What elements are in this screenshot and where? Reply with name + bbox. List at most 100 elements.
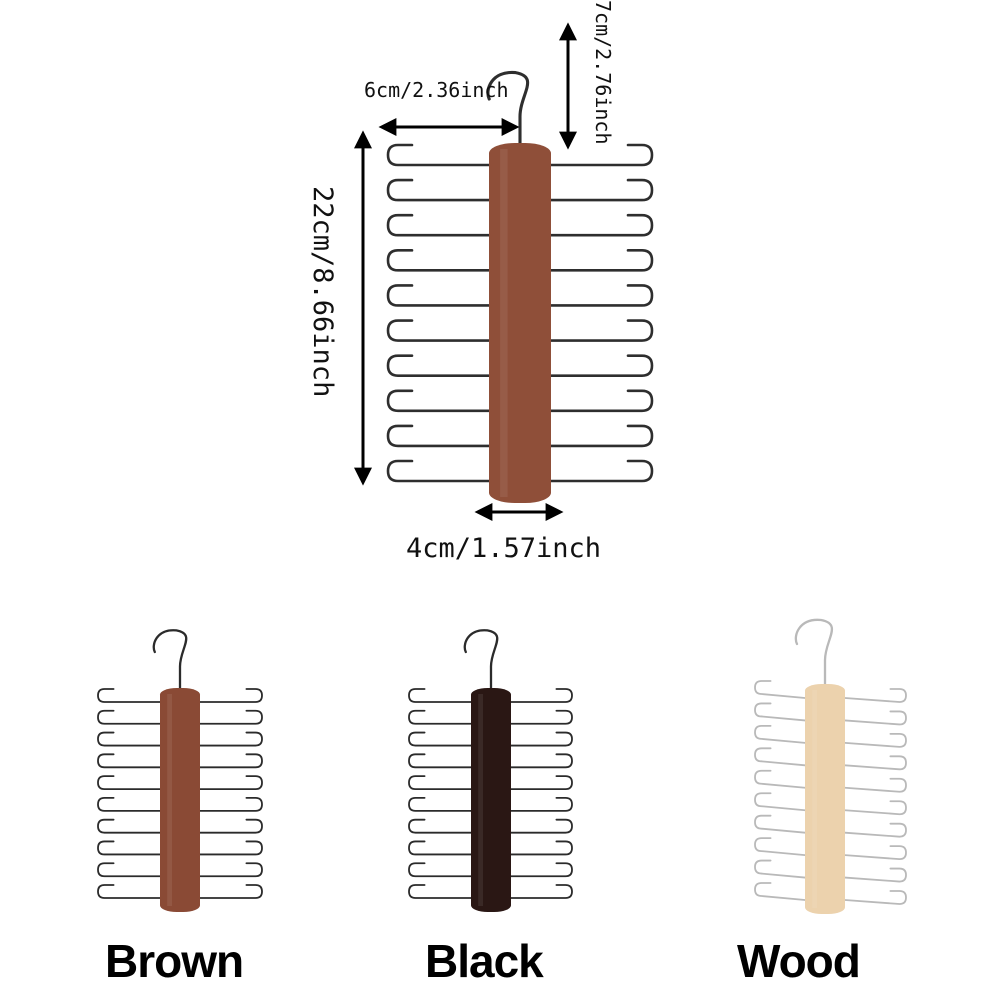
bar-highlight xyxy=(478,694,483,906)
hook-label: 7cm/2.76inch xyxy=(591,0,615,145)
variant-label-wood[interactable]: Wood xyxy=(737,935,861,987)
right-hook xyxy=(549,143,654,167)
left-hook xyxy=(97,862,161,878)
top-hook xyxy=(794,618,833,686)
right-hook xyxy=(510,862,573,878)
left-hook xyxy=(408,688,472,703)
right-hook xyxy=(549,213,654,237)
left-hook xyxy=(754,724,806,744)
left-hook xyxy=(754,702,806,722)
right-hook xyxy=(844,755,907,771)
right-hook xyxy=(510,818,573,834)
right-hook xyxy=(549,284,654,307)
right-hook xyxy=(844,777,907,793)
right-hook xyxy=(510,753,573,769)
variant-hanger-wood xyxy=(754,618,907,914)
left-hook xyxy=(754,859,806,879)
main-hanger xyxy=(386,71,654,503)
right-hook xyxy=(549,354,654,377)
left-hook xyxy=(97,709,161,725)
right-hook xyxy=(510,709,573,725)
left-hook xyxy=(408,862,472,878)
right-hook xyxy=(549,389,654,413)
right-hook xyxy=(844,710,907,726)
right-hook xyxy=(199,775,263,791)
left-hook xyxy=(97,775,161,791)
bar-highlight xyxy=(167,694,172,906)
top-hook xyxy=(152,629,188,690)
right-hook xyxy=(844,800,907,816)
left-hook xyxy=(408,796,472,812)
left-hook xyxy=(97,753,161,769)
left-hook xyxy=(97,818,161,834)
right-hook xyxy=(549,459,654,483)
left-hook xyxy=(386,249,491,272)
left-hook xyxy=(408,753,472,769)
left-hook xyxy=(386,284,491,307)
left-hook xyxy=(97,731,161,747)
left-hook xyxy=(97,884,161,899)
wooden-bar xyxy=(805,684,845,914)
left-hook xyxy=(408,731,472,747)
left-hook xyxy=(386,178,491,202)
main-hanger-image xyxy=(386,71,654,503)
left-hook xyxy=(408,818,472,834)
wooden-bar xyxy=(489,143,551,503)
right-hook xyxy=(844,867,907,883)
right-hook xyxy=(844,732,907,748)
left-hook xyxy=(97,796,161,812)
right-hook xyxy=(199,862,263,878)
left-hook xyxy=(97,688,161,703)
right-hook xyxy=(199,753,263,769)
right-hook xyxy=(549,319,654,342)
right-hook xyxy=(510,840,573,856)
left-hook xyxy=(754,747,806,767)
bar-highlight xyxy=(812,690,817,908)
left-hook xyxy=(754,792,806,812)
variant-hangers xyxy=(97,618,907,914)
right-hook xyxy=(510,775,573,791)
height-label: 22cm/8.66inch xyxy=(307,186,338,397)
bar-width-label: 4cm/1.57inch xyxy=(406,533,602,564)
right-hook xyxy=(844,822,907,838)
left-hook xyxy=(754,814,806,834)
variant-label-brown[interactable]: Brown xyxy=(105,935,244,987)
left-hook xyxy=(754,837,806,857)
left-hook xyxy=(754,769,806,789)
right-hook xyxy=(510,731,573,747)
right-hook xyxy=(199,688,263,703)
right-hook xyxy=(549,424,654,448)
left-hook xyxy=(408,884,472,899)
variant-hanger-brown xyxy=(97,629,263,912)
right-hook xyxy=(844,890,907,905)
left-hook xyxy=(386,319,491,342)
dimension-arrows xyxy=(354,22,577,521)
left-hook xyxy=(386,459,491,483)
right-hook xyxy=(199,709,263,725)
left-hook xyxy=(386,143,491,167)
right-hook xyxy=(199,731,263,747)
variant-hanger-black xyxy=(408,629,573,912)
right-hook xyxy=(199,840,263,856)
right-hook xyxy=(844,845,907,861)
wooden-bar xyxy=(160,688,200,912)
left-hook xyxy=(408,709,472,725)
left-hook xyxy=(386,389,491,413)
top-hook xyxy=(486,71,530,145)
left-hook xyxy=(97,840,161,856)
right-hook xyxy=(199,796,263,812)
right-hook xyxy=(510,796,573,812)
left-hook xyxy=(386,354,491,377)
left-hook xyxy=(386,213,491,237)
left-hook xyxy=(408,775,472,791)
bar-highlight xyxy=(500,149,508,497)
right-hook xyxy=(844,688,907,703)
width-label: 6cm/2.36inch xyxy=(364,78,509,102)
right-hook xyxy=(549,178,654,202)
top-hook xyxy=(463,629,499,690)
variant-label-black[interactable]: Black xyxy=(425,935,544,987)
wooden-bar xyxy=(471,688,511,912)
left-hook xyxy=(408,840,472,856)
right-hook xyxy=(510,884,573,899)
